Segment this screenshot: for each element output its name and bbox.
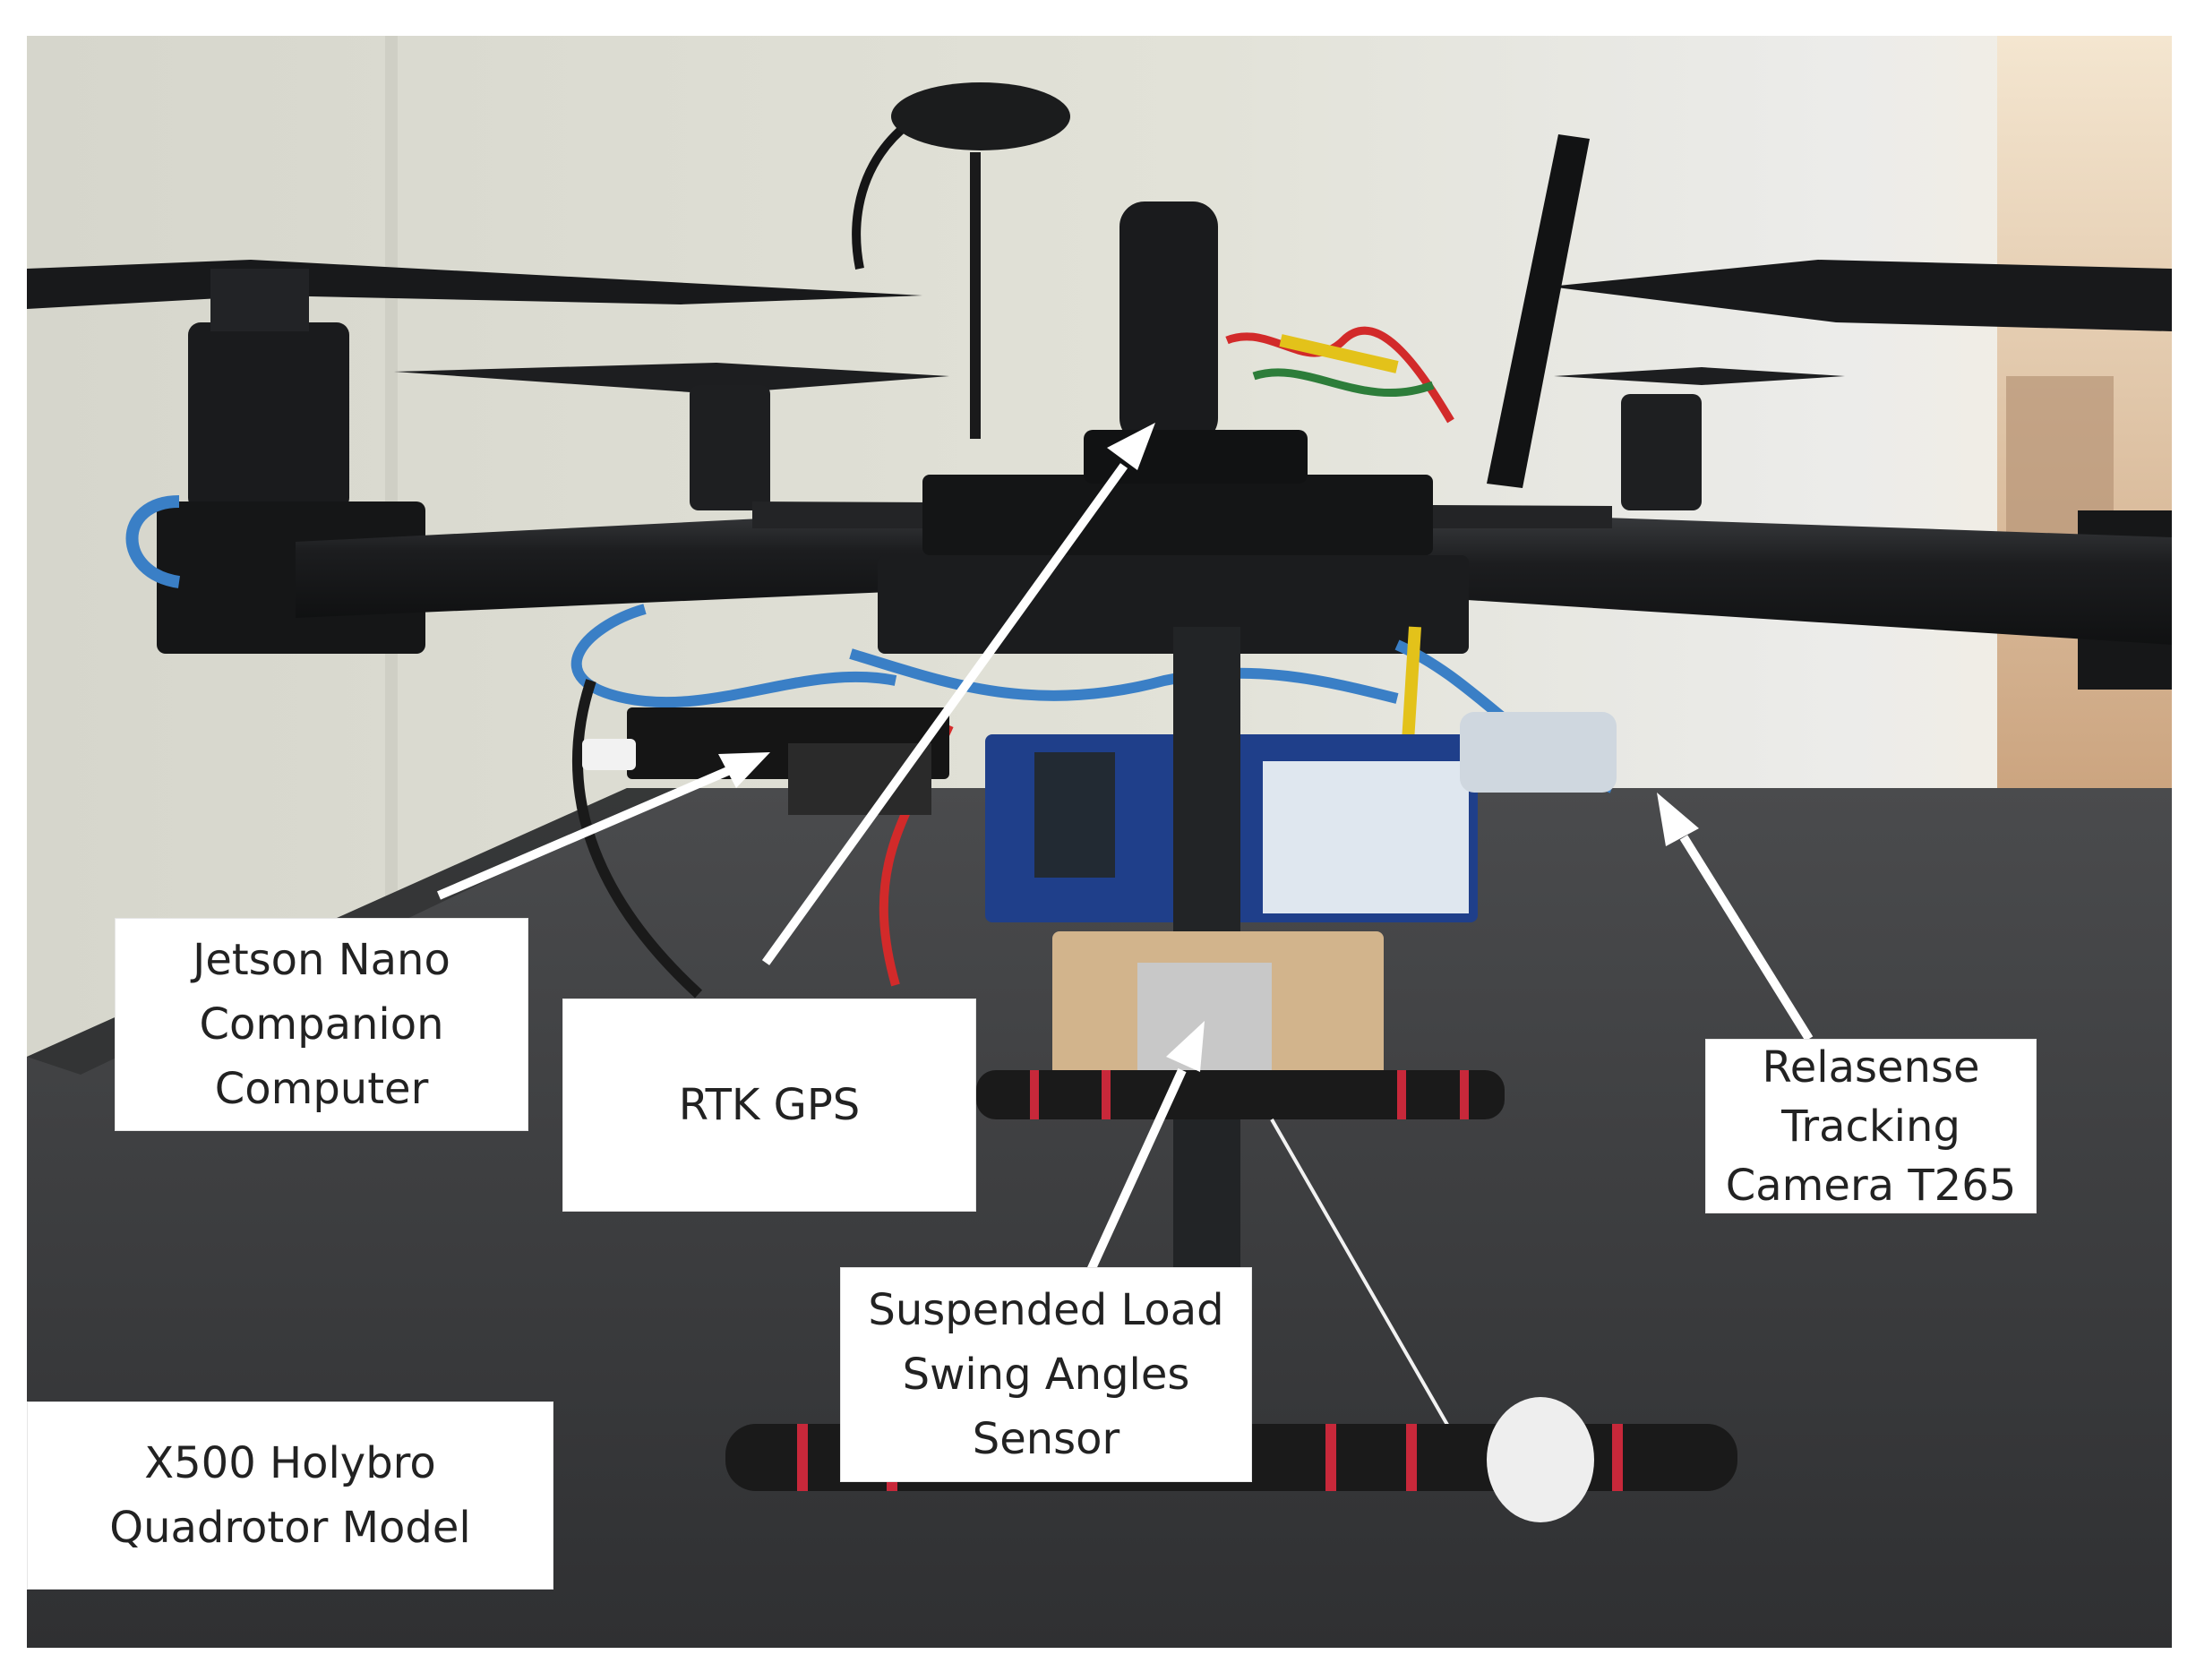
propeller-right bbox=[1549, 260, 2172, 331]
realsense-camera bbox=[1460, 712, 1617, 793]
motor-rear-left bbox=[690, 385, 770, 510]
label-load-line-2: Swing Angles bbox=[902, 1350, 1190, 1400]
label-x500-model: X500 Holybro Quadrotor Model bbox=[27, 1401, 553, 1590]
arrow-load-sensor bbox=[1084, 1021, 1205, 1279]
suspension-string bbox=[1270, 1119, 1480, 1479]
label-jetson-nano: Jetson Nano Companion Computer bbox=[115, 918, 528, 1131]
label-model-line-2: Quadrotor Model bbox=[109, 1503, 471, 1553]
arm-right bbox=[1397, 510, 2172, 645]
telemetry-antenna bbox=[1487, 134, 1590, 488]
label-load-line-1: Suspended Load bbox=[868, 1285, 1224, 1335]
label-realsense-line-2: Tracking bbox=[1781, 1101, 1960, 1152]
label-rtk-gps: RTK GPS bbox=[562, 999, 976, 1212]
string-coil bbox=[1487, 1397, 1594, 1522]
label-realsense-line-3: Camera T265 bbox=[1725, 1160, 2017, 1211]
center-bottom-plate bbox=[878, 555, 1469, 654]
landing-bar-rear bbox=[976, 1070, 1505, 1119]
annotation-arrows bbox=[437, 423, 1814, 1279]
label-realsense: Relasense Tracking Camera T265 bbox=[1705, 1039, 2037, 1213]
label-realsense-line-1: Relasense bbox=[1762, 1041, 1980, 1093]
arrow-jetson bbox=[437, 752, 770, 900]
rear-propellers bbox=[394, 363, 1845, 394]
rtk-gps-module bbox=[1119, 201, 1218, 443]
label-suspended-load-sensor: Suspended Load Swing Angles Sensor bbox=[840, 1267, 1252, 1482]
motor-rear-right bbox=[1621, 394, 1702, 510]
label-jetson-line-2: Companion bbox=[199, 999, 444, 1050]
drone bbox=[27, 82, 2172, 1522]
label-load-line-3: Sensor bbox=[972, 1414, 1120, 1464]
arm-left bbox=[296, 506, 1012, 618]
label-model-line-1: X500 Holybro bbox=[144, 1438, 436, 1488]
center-top-plate bbox=[922, 475, 1433, 555]
arrow-rtk-gps bbox=[761, 423, 1155, 965]
gps-puck bbox=[891, 82, 1070, 150]
label-jetson-line-3: Computer bbox=[214, 1064, 429, 1114]
motor-front-left bbox=[188, 322, 349, 510]
arrow-realsense bbox=[1657, 793, 1814, 1041]
label-jetson-line-1: Jetson Nano bbox=[193, 935, 450, 985]
label-rtk-line-1: RTK GPS bbox=[678, 1080, 861, 1130]
